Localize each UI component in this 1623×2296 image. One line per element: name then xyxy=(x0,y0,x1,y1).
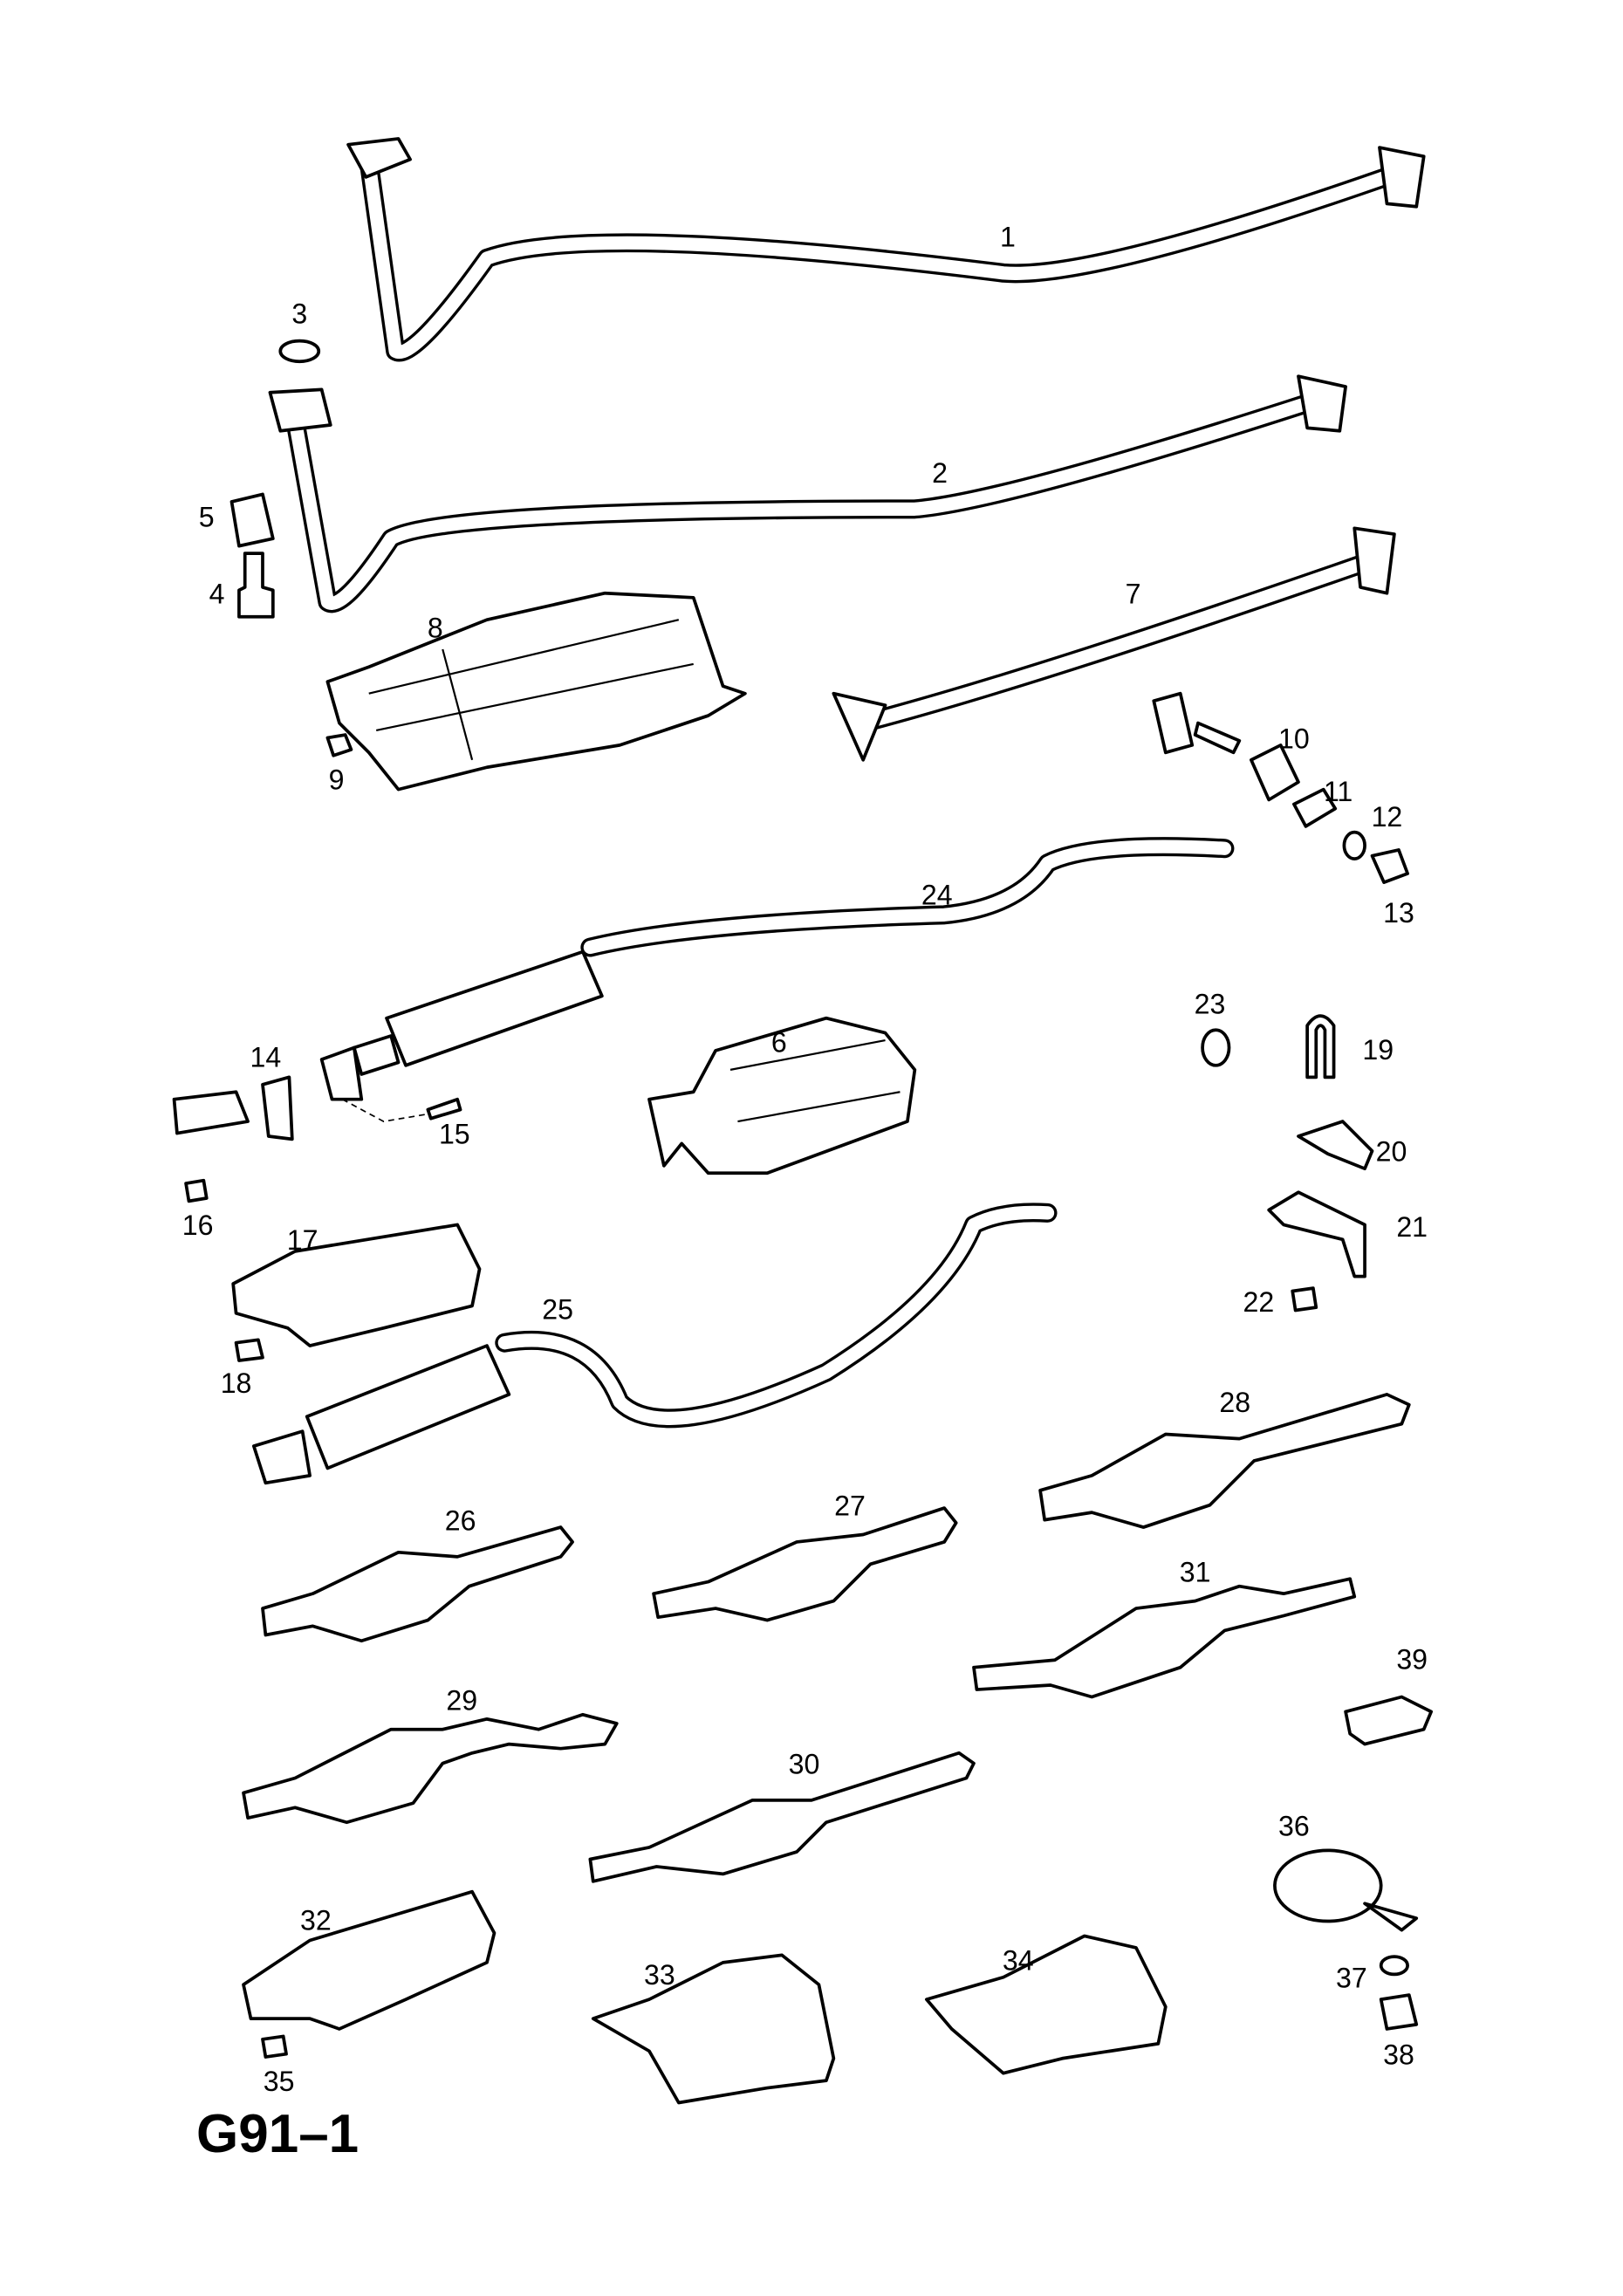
callout-23: 23 xyxy=(1195,989,1226,1020)
part-2-front-pipe xyxy=(268,374,1347,613)
part-29-rear-muffler xyxy=(242,1712,619,1825)
exhaust-pipe-end xyxy=(172,1090,250,1135)
callout-20: 20 xyxy=(1376,1136,1407,1168)
part-19-u-bolt xyxy=(1305,1014,1336,1079)
part-11-sleeve xyxy=(1292,787,1338,828)
part-14-gasket xyxy=(261,1075,294,1141)
callout-6: 6 xyxy=(771,1027,787,1059)
callout-9: 9 xyxy=(329,764,345,796)
part-21-clamp-bracket xyxy=(1267,1190,1366,1278)
part-25-center-muffler-pipe xyxy=(251,1203,1058,1485)
part-12-washer xyxy=(1342,830,1366,860)
part-1-front-pipe xyxy=(346,137,1426,362)
callout-36: 36 xyxy=(1278,1810,1310,1841)
callout-12: 12 xyxy=(1372,801,1403,833)
callout-26: 26 xyxy=(445,1504,476,1536)
callout-39: 39 xyxy=(1396,1643,1428,1675)
callout-21: 21 xyxy=(1396,1211,1428,1243)
diagram-code: G91–1 xyxy=(196,2104,360,2164)
part-35-nut xyxy=(261,2034,288,2059)
callout-38: 38 xyxy=(1383,2039,1414,2071)
callout-30: 30 xyxy=(789,1748,820,1779)
part-5-bushing xyxy=(229,492,275,548)
callout-5: 5 xyxy=(199,502,215,533)
part-30-rear-muffler xyxy=(588,1751,976,1883)
part-26-rear-muffler xyxy=(261,1525,574,1643)
part-15-bolt xyxy=(426,1097,462,1121)
callout-22: 22 xyxy=(1243,1286,1274,1318)
callout-33: 33 xyxy=(644,1959,675,1991)
callout-13: 13 xyxy=(1383,897,1414,929)
callout-17: 17 xyxy=(287,1224,318,1256)
part-38-nut xyxy=(1379,1993,1419,2031)
callout-8: 8 xyxy=(428,612,443,643)
part-34-heat-shield xyxy=(925,1934,1168,2075)
part-22-nut xyxy=(1291,1286,1318,1312)
callout-15: 15 xyxy=(439,1118,470,1149)
part-28-rear-muffler xyxy=(1038,1393,1411,1529)
callout-4: 4 xyxy=(209,579,225,610)
part-10-bracket xyxy=(1152,691,1195,755)
part-18-nut xyxy=(234,1338,264,1362)
part-39-rubber-mount xyxy=(1344,1695,1434,1746)
part-36-clamp xyxy=(1273,1848,1383,1923)
part-9-nut xyxy=(325,733,353,757)
part-17-heat-shield xyxy=(231,1223,482,1347)
callout-31: 31 xyxy=(1180,1557,1211,1588)
part-23-washer xyxy=(1201,1028,1231,1067)
part-8-heat-shield xyxy=(325,591,747,792)
callout-19: 19 xyxy=(1362,1034,1394,1066)
part-13-nut xyxy=(1370,848,1409,885)
part-32-heat-shield xyxy=(242,1889,496,2031)
callout-1: 1 xyxy=(1000,221,1016,252)
callout-11: 11 xyxy=(1324,776,1352,807)
callout-24: 24 xyxy=(921,880,953,911)
callout-3: 3 xyxy=(291,298,307,329)
callout-27: 27 xyxy=(834,1491,866,1522)
part-10-rubber-mount xyxy=(1250,744,1300,802)
part-37-washer xyxy=(1379,1955,1409,1977)
callout-34: 34 xyxy=(1003,1944,1034,1976)
callout-28: 28 xyxy=(1219,1387,1250,1418)
callout-18: 18 xyxy=(221,1367,252,1399)
callout-35: 35 xyxy=(264,2066,295,2097)
callout-10: 10 xyxy=(1278,723,1310,754)
part-33-heat-shield xyxy=(591,1953,836,2105)
part-20-clamp xyxy=(1297,1120,1374,1171)
part-3-gasket xyxy=(278,339,321,364)
part-7-intermediate-pipe xyxy=(832,526,1396,762)
callout-37: 37 xyxy=(1336,1963,1367,1994)
part-4-stud xyxy=(237,552,275,619)
callout-32: 32 xyxy=(300,1905,332,1936)
callout-2: 2 xyxy=(932,457,948,489)
part-6-catalytic-converter xyxy=(647,1016,917,1175)
part-31-rear-muffler xyxy=(972,1577,1357,1699)
callout-25: 25 xyxy=(542,1294,573,1326)
callout-14: 14 xyxy=(250,1042,282,1073)
callout-7: 7 xyxy=(1126,579,1141,610)
callout-29: 29 xyxy=(446,1685,477,1717)
part-16-nut xyxy=(184,1178,209,1203)
callout-16: 16 xyxy=(182,1210,214,1241)
part-27-rear-muffler xyxy=(652,1506,958,1622)
part-24-center-muffler-pipe xyxy=(319,837,1235,1101)
